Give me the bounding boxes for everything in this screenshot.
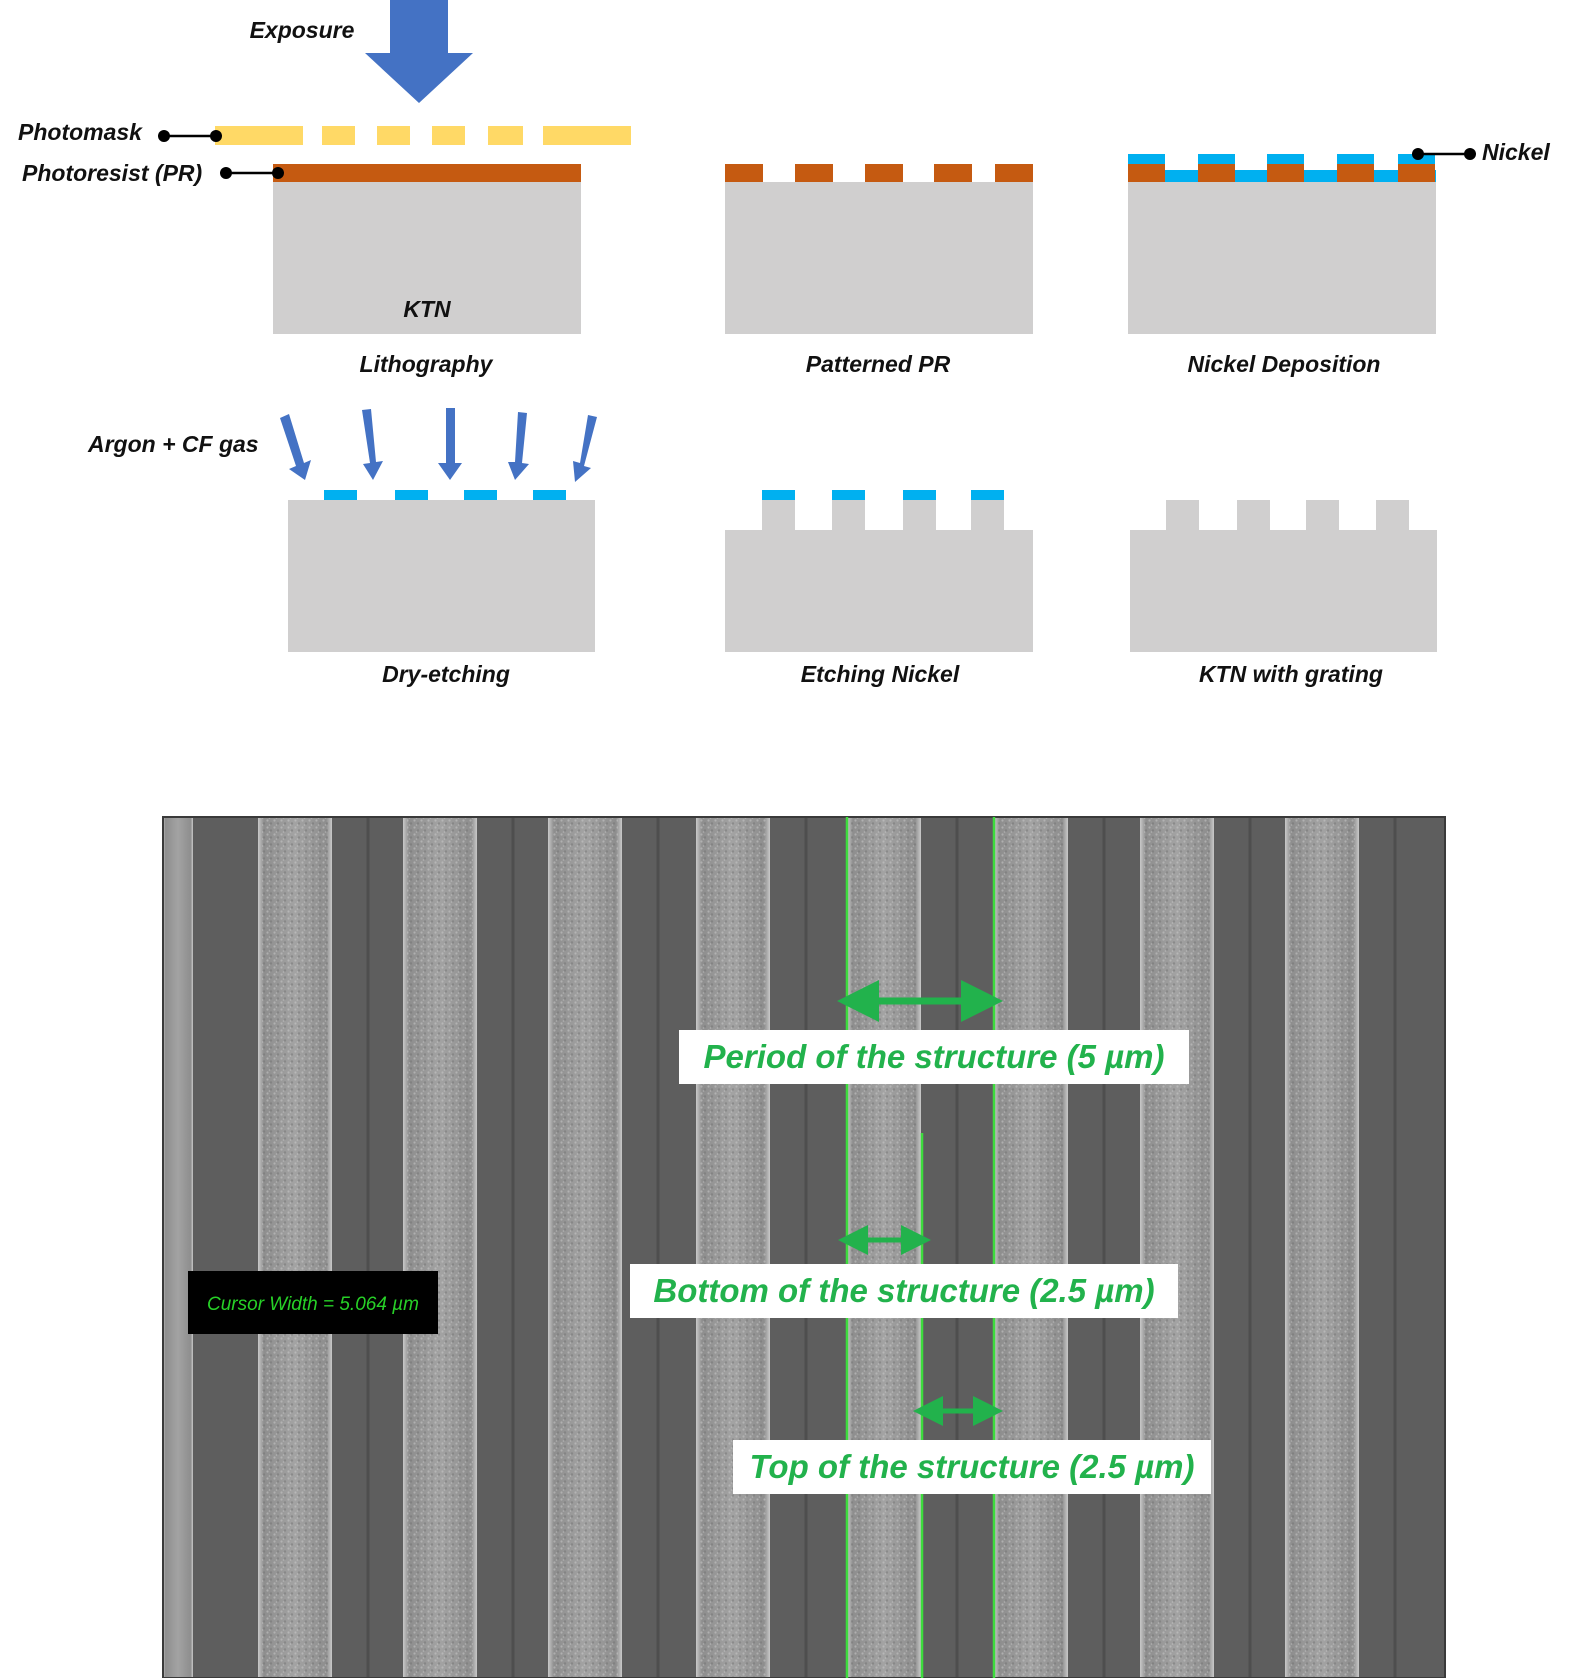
photoresist-label: Photoresist (PR) [22, 160, 202, 186]
step-patterned-pr: Patterned PR [725, 164, 1033, 377]
step-caption: Patterned PR [806, 351, 951, 377]
sem-edge-ridge [163, 817, 193, 1678]
process-diagram: Exposure Photomask Photoresist (PR) [18, 0, 1550, 687]
step-ktn-with-grating: KTN with grating [1130, 500, 1437, 687]
photomask-leader [158, 130, 222, 142]
ktn-substrate [1128, 182, 1436, 334]
nickel-mask [762, 490, 1004, 500]
gas-label: Argon + CF gas [87, 431, 259, 457]
ktn-substrate [288, 500, 595, 652]
top-annotation: Top of the structure (2.5 µm) [733, 1396, 1211, 1494]
period-annotation: Period of the structure (5 µm) [679, 980, 1189, 1084]
sem-ridge-texture [851, 817, 917, 1678]
bottom-annotation: Bottom of the structure (2.5 µm) [630, 1225, 1178, 1318]
step-dry-etching: Argon + CF gas Dry-etching [87, 408, 597, 687]
sem-ridge-texture [552, 817, 618, 1678]
ktn-grating-profile [1130, 500, 1437, 652]
nickel-label: Nickel [1482, 139, 1550, 165]
nickel-mask [324, 490, 566, 500]
sem-ridge-texture [407, 817, 473, 1678]
sem-ridge-texture [1144, 817, 1210, 1678]
photoresist-pattern [725, 164, 1033, 182]
cursor-width-text: Cursor Width = 5.064 µm [207, 1294, 419, 1315]
sem-background [163, 817, 1445, 1678]
sem-ridge-texture [998, 817, 1064, 1678]
ktn-substrate [725, 182, 1033, 334]
sem-ridge-texture [262, 817, 328, 1678]
exposure-arrow-icon [365, 0, 473, 103]
ktn-substrate [273, 182, 581, 334]
gas-arrows-icon [280, 408, 597, 482]
substrate-label: KTN [403, 296, 451, 322]
top-label: Top of the structure (2.5 µm) [750, 1448, 1195, 1485]
ktn-grating-profile [725, 500, 1033, 652]
nickel-leader [1412, 148, 1476, 160]
step-caption: KTN with grating [1199, 661, 1383, 687]
cursor-width-readout: Cursor Width = 5.064 µm [188, 1271, 438, 1334]
step-caption: Nickel Deposition [1188, 351, 1381, 377]
step-nickel-deposition: Nickel Nickel Deposition [1128, 139, 1550, 377]
photoresist-leader [220, 167, 284, 179]
step-caption: Lithography [360, 351, 494, 377]
step-etching-nickel: Etching Nickel [725, 490, 1033, 687]
step-lithography: Exposure Photomask Photoresist (PR) [18, 0, 631, 377]
exposure-label: Exposure [250, 17, 355, 43]
photomask [215, 126, 631, 145]
step-caption: Dry-etching [382, 661, 510, 687]
step-caption: Etching Nickel [801, 661, 960, 687]
photoresist-pattern [1128, 164, 1435, 182]
sem-image: Period of the structure (5 µm) Bottom of… [162, 816, 1446, 1678]
bottom-label: Bottom of the structure (2.5 µm) [653, 1272, 1154, 1309]
sem-ridge-texture [700, 817, 766, 1678]
sem-grating-stripes [163, 817, 1397, 1678]
sem-ridge-texture [1289, 817, 1355, 1678]
period-label: Period of the structure (5 µm) [704, 1038, 1165, 1075]
photomask-label: Photomask [18, 119, 143, 145]
photoresist-layer [273, 164, 581, 182]
